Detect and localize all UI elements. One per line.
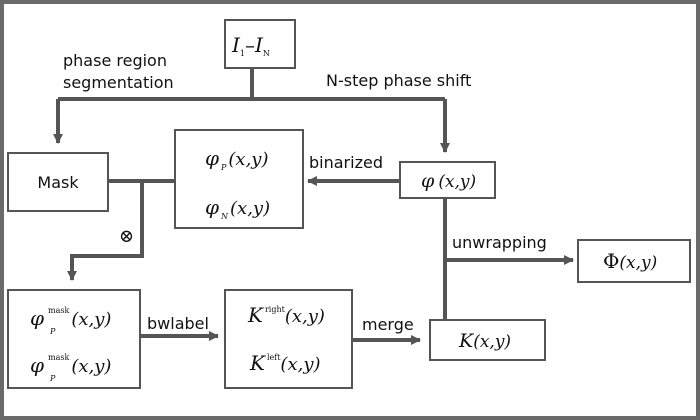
label-segmentation-line1: phase region (63, 51, 167, 70)
node-k-label: K(x,y) (458, 330, 511, 352)
label-binarized: binarized (309, 153, 383, 172)
box-k-lr (224, 289, 353, 389)
box-phi (399, 161, 496, 199)
otimes-icon: ⊗ (119, 226, 134, 247)
box-phi-pn (174, 129, 304, 229)
label-merge: merge (362, 315, 414, 334)
box-Phi (577, 239, 691, 283)
box-mask (7, 152, 109, 212)
connectors (53, 68, 574, 345)
node-mask-label: Mask (37, 173, 79, 192)
box-input (224, 19, 296, 69)
label-segmentation-line2: segmentation (63, 73, 174, 92)
node-phi-mask-bottom-sub: P (49, 374, 56, 383)
box-k (429, 319, 546, 361)
box-phi-mask (7, 289, 141, 389)
label-nstep: N-step phase shift (326, 71, 471, 90)
node-phi-label: φ(x,y) (421, 170, 476, 192)
edge-multiply (67, 181, 144, 281)
label-unwrapping: unwrapping (452, 233, 547, 252)
label-bwlabel: bwlabel (147, 314, 209, 333)
node-input-label: I1–IN (231, 33, 270, 58)
node-phi-mask-top-sub: P (49, 327, 56, 336)
node-Phi-label: Φ(x,y) (603, 249, 657, 273)
